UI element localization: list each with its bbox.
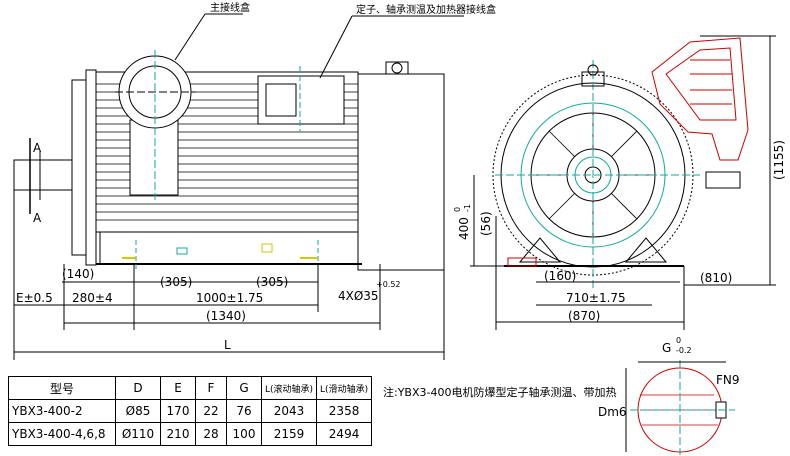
table-cell: 76	[226, 399, 262, 423]
dim-height-tol-low: -1	[463, 204, 472, 212]
dim-810: (810)	[700, 271, 732, 285]
table-cell: 28	[195, 422, 227, 446]
table-cell: Ø110	[115, 422, 161, 446]
dim-1340: (1340)	[206, 309, 246, 323]
callout-aux-junction-box: 定子、轴承测温及加热器接线盒	[356, 3, 496, 16]
dim-bolt-tolerance: +0.52	[376, 280, 401, 289]
table-header-cell: D	[115, 376, 161, 400]
table-header-cell: L(滑动轴承)	[316, 376, 373, 400]
table-row: YBX3-400-2 Ø85 170 22 76 2043 2358	[8, 399, 373, 423]
dim-1000: 1000±1.75	[196, 291, 263, 305]
table-header-cell: E	[160, 376, 196, 400]
side-view	[13, 13, 464, 360]
labels: 主接线盒 定子、轴承测温及加热器接线盒 A A (140) (305) (305…	[16, 1, 786, 419]
shaft-dm: Dm6	[598, 405, 627, 419]
shaft-g-tol: 0	[676, 336, 681, 345]
table-header-row: 型号 D E F G L(滚动轴承) L(滑动轴承)	[8, 376, 373, 400]
table-cell: YBX3-400-4,6,8	[8, 422, 116, 446]
dim-140: (140)	[62, 267, 94, 281]
table-cell: 22	[195, 399, 227, 423]
drawing-note: 注:YBX3-400电机防爆型定子轴承测温、带加热	[383, 386, 617, 399]
shaft-g-tol-low: -0.2	[676, 346, 692, 355]
shaft-fn: FN9	[716, 373, 740, 387]
table-cell: 210	[160, 422, 196, 446]
shaft-g: G	[662, 341, 671, 355]
section-mark-top: A	[33, 141, 42, 155]
dim-870: (870)	[568, 309, 600, 323]
section-mark-bottom: A	[33, 211, 42, 225]
table-cell: 2043	[260, 399, 318, 423]
table-cell: 100	[226, 422, 262, 446]
shaft	[13, 159, 73, 191]
table-cell: 2159	[260, 422, 318, 446]
table-header-cell: 型号	[8, 376, 116, 400]
dim-height-tol: 0	[453, 207, 462, 212]
table-cell: 2358	[316, 399, 373, 423]
callout-main-junction-box: 主接线盒	[210, 1, 250, 14]
table-row: YBX3-400-4,6,8 Ø110 210 28 100 2159 2494	[8, 422, 373, 446]
dim-305-left: (305)	[160, 275, 192, 289]
table-header-cell: G	[226, 376, 262, 400]
spec-table: 型号 D E F G L(滚动轴承) L(滑动轴承) YBX3-400-2 Ø8…	[8, 376, 373, 446]
table-cell: 170	[160, 399, 196, 423]
table-header-cell: L(滚动轴承)	[260, 376, 318, 400]
dim-e: E±0.5	[16, 291, 53, 305]
dim-56: (56)	[479, 211, 493, 236]
aux-junction-box	[257, 66, 345, 132]
end-view	[470, 35, 776, 330]
dim-305-right: (305)	[256, 275, 288, 289]
dim-height: 400	[457, 217, 471, 240]
table-cell: Ø85	[115, 399, 161, 423]
dim-280: 280±4	[72, 291, 113, 305]
dim-160: (160)	[544, 269, 576, 283]
dim-1155: (1155)	[772, 140, 786, 180]
table-cell: 2494	[316, 422, 373, 446]
table-cell: YBX3-400-2	[8, 399, 116, 423]
table-header-cell: F	[195, 376, 227, 400]
terminal-box-section	[651, 37, 749, 161]
main-junction-box	[115, 50, 196, 200]
dim-710: 710±1.75	[566, 291, 626, 305]
dim-length: L	[224, 338, 231, 352]
dim-bolt: 4XØ35	[338, 289, 379, 303]
shaft-cross-section	[625, 360, 735, 455]
motor-foot	[99, 231, 359, 265]
